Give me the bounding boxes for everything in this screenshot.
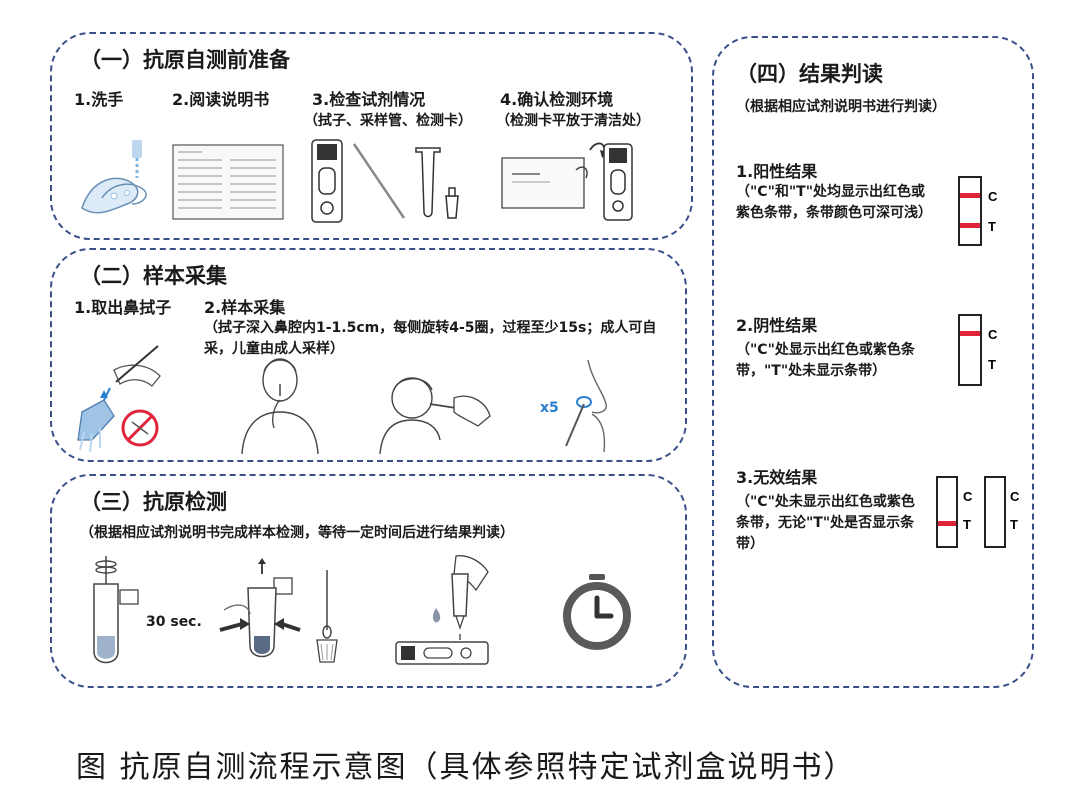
- step-sample: 2.样本采集: [204, 298, 286, 317]
- timer-icon: [563, 574, 631, 650]
- negative-c-label: C: [988, 327, 998, 342]
- section4-title: （四）结果判读: [736, 62, 883, 86]
- positive-result-title: 1.阳性结果: [736, 162, 818, 181]
- repeat-count-label: x5: [540, 400, 559, 416]
- panel-sampling: [50, 248, 687, 462]
- step-check-kit: 3.检查试剂情况: [312, 90, 426, 109]
- invalid-test-strip-blank: C T: [984, 476, 1020, 548]
- panel-preparation: [50, 32, 693, 240]
- adult-sampling-illustration: [241, 358, 319, 455]
- negative-result-title: 2.阴性结果: [736, 316, 818, 335]
- child-sampling-illustration: [379, 377, 491, 455]
- section1-title: （一）抗原自测前准备: [80, 48, 290, 72]
- step-take-swab: 1.取出鼻拭子: [74, 298, 172, 317]
- dropper-cap-illustration: [316, 570, 338, 663]
- invalid2-t-label: T: [1010, 517, 1018, 532]
- invalid1-c-label: C: [963, 489, 973, 504]
- hand-washing-illustration: [81, 140, 147, 214]
- positive-test-strip: C T: [958, 176, 998, 246]
- negative-result-desc: （"C"处显示出红色或紫色条带，"T"处未显示条带）: [736, 342, 915, 379]
- step-wash-hands: 1.洗手: [74, 90, 124, 109]
- invalid1-t-label: T: [963, 517, 971, 532]
- positive-c-label: C: [988, 189, 998, 204]
- squeeze-tube-illustration: [219, 558, 301, 658]
- section3-title: （三）抗原检测: [80, 490, 227, 514]
- invalid-result-desc: （"C"处未显示出红色或紫色条带，无论"T"处是否显示条带）: [736, 494, 915, 552]
- invalid2-c-label: C: [1010, 489, 1020, 504]
- negative-test-strip: C T: [958, 314, 998, 386]
- clean-surface-illustration: [501, 142, 633, 221]
- section3-note: （根据相应试剂说明书完成样本检测，等待一定时间后进行结果判读）: [80, 525, 514, 541]
- panel-detection: [50, 474, 687, 688]
- section2-title: （二）样本采集: [80, 264, 227, 288]
- figure-caption: 图 抗原自测流程示意图（具体参照特定试剂盒说明书）: [76, 750, 856, 785]
- manual-illustration: [172, 144, 284, 220]
- invalid-test-strip-with-t: C T: [936, 476, 973, 548]
- nostril-rotation-illustration: [565, 359, 607, 453]
- positive-result-desc: （"C"和"T"处均显示出红色或紫色条带，条带颜色可深可浅）: [736, 184, 932, 221]
- swab-package-illustration: [77, 345, 161, 453]
- step-check-env-note: （检测卡平放于清洁处）: [496, 113, 650, 129]
- step-check-env: 4.确认检测环境: [500, 90, 614, 109]
- rotation-time-label: 30 sec.: [146, 614, 202, 630]
- dropping-sample-illustration: [395, 555, 489, 665]
- swab-in-tube-illustration: [93, 556, 139, 664]
- positive-t-label: T: [988, 219, 996, 234]
- kit-contents-illustration: [311, 139, 459, 223]
- step-read-manual: 2.阅读说明书: [172, 90, 270, 109]
- step-check-kit-note: （拭子、采样管、检测卡）: [304, 113, 472, 129]
- negative-t-label: T: [988, 357, 996, 372]
- panel-results: [712, 36, 1034, 688]
- section4-note: （根据相应试剂说明书进行判读）: [736, 99, 946, 115]
- step-sample-note: （拭子深入鼻腔内1-1.5cm，每侧旋转4-5圈，过程至少15s；成人可自采，儿…: [204, 320, 657, 357]
- invalid-result-title: 3.无效结果: [736, 468, 818, 487]
